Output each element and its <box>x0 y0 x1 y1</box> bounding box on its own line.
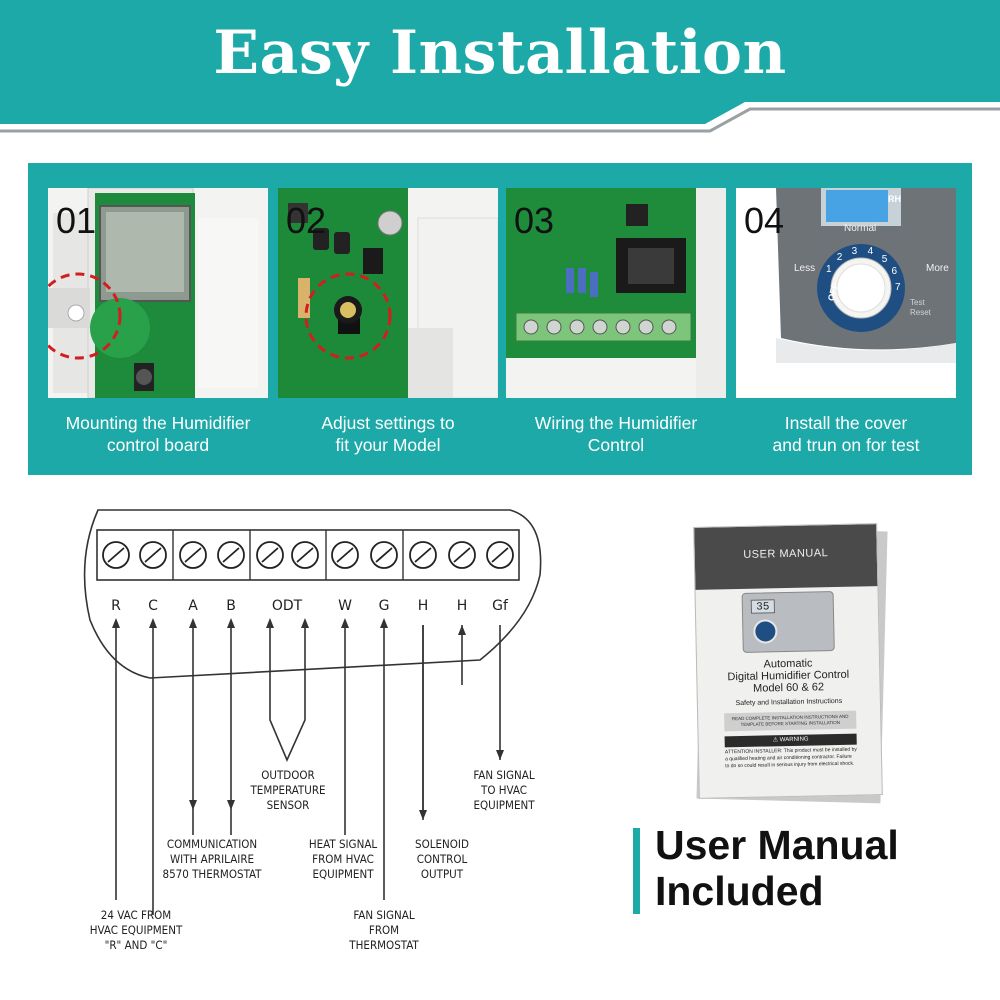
step-2-caption-line2: fit your Model <box>335 435 441 455</box>
step-2-caption: Adjust settings to fit your Model <box>268 412 508 456</box>
terminal-label-c: C <box>148 598 158 614</box>
dial-number: 6 <box>891 266 898 278</box>
step-3-caption-line1: Wiring the Humidifier <box>534 413 698 433</box>
step-4-label-normal: Normal <box>844 223 877 234</box>
step-1-caption: Mounting the Humidifier control board <box>38 412 278 456</box>
terminal-label-g: G <box>378 598 390 614</box>
terminal-screw-slot <box>261 547 279 563</box>
step-2: 02 Adjust settings to fit your Model <box>278 188 498 458</box>
terminal-screw-slot <box>453 547 471 563</box>
terminal-label-odt: ODT <box>271 598 303 614</box>
step-4-number: 04 <box>744 200 785 241</box>
dial-number: 2 <box>836 251 843 263</box>
dial-number: 4 <box>867 246 874 258</box>
manual-subheading: Safety and Installation Instructions <box>735 697 843 708</box>
dial-number: 5 <box>881 253 888 265</box>
terminal-screw-slot <box>296 547 314 563</box>
terminal-label-h: H <box>456 598 468 614</box>
step-1: 01 Mounting the Humidifier control board <box>48 188 268 458</box>
step-1-photo <box>48 188 268 398</box>
step-2-photo <box>278 188 498 398</box>
terminal-screw-slot <box>414 547 432 563</box>
terminal-label-h: H <box>417 598 429 614</box>
manual-warning-text: ATTENTION INSTALLER: This product must b… <box>724 746 857 770</box>
terminal-screw-slot <box>144 547 162 563</box>
terminal-label-r: R <box>111 598 121 614</box>
terminal-label-b: B <box>226 598 236 614</box>
step-4-label-more: More <box>926 263 949 274</box>
step-2-caption-line1: Adjust settings to <box>321 413 455 433</box>
step-3-number: 03 <box>514 200 555 241</box>
step-3-caption: Wiring the Humidifier Control <box>496 412 736 456</box>
manual-heading: Automatic Digital Humidifier Control Mod… <box>727 657 850 695</box>
terminal-label-gf: Gf <box>492 598 508 614</box>
accent-bar <box>633 828 640 914</box>
terminal-screw-slot <box>375 547 393 563</box>
terminal-screw-slot <box>107 547 125 563</box>
step-4-caption: Install the cover and trun on for test <box>726 412 966 456</box>
step-1-caption-line2: control board <box>106 435 210 455</box>
step-3: 03 Wiring the Humidifier Control <box>506 188 726 458</box>
manual-header-band: USER MANUAL <box>694 524 878 590</box>
page-title: Easy Installation <box>213 18 787 88</box>
manual-band-title: USER MANUAL <box>743 547 829 561</box>
step-4-caption-line2: and trun on for test <box>772 435 920 455</box>
manual-cover: USER MANUAL 35 Automatic Digital Humidif… <box>693 523 883 799</box>
dial-number: 1 <box>825 263 832 275</box>
step-2-number: 02 <box>286 200 327 241</box>
step-4-label-reset: Reset <box>910 308 931 317</box>
step-4-label-less: Less <box>794 263 816 274</box>
header-banner: Easy Installation <box>0 0 1000 140</box>
wiring-diagram-lines <box>83 509 542 915</box>
manual-device-image: 35 <box>741 591 835 653</box>
dial-number: 7 <box>895 282 901 293</box>
terminal-screw-slot <box>222 547 240 563</box>
user-manual-included-line1: User Manual <box>655 822 899 868</box>
terminal-label-a: A <box>188 598 198 614</box>
manual-device-lcd: 35 <box>750 599 775 614</box>
manual-warning-header: ⚠ WARNING <box>724 733 857 748</box>
header-background <box>0 0 1000 133</box>
user-manual-included-line2: Included <box>655 868 824 914</box>
step-1-caption-line1: Mounting the Humidifier <box>65 413 251 433</box>
step-4-rh-unit: RH <box>888 194 901 204</box>
step-4-label-test: Test <box>910 298 925 307</box>
dial-number: 3 <box>851 245 858 257</box>
step-1-number: 01 <box>56 200 97 241</box>
manual-read-box: READ COMPLETE INSTALLATION INSTRUCTIONS … <box>724 710 857 732</box>
terminal-screw-slot <box>184 547 202 563</box>
terminal-screw-slot <box>491 547 509 563</box>
step-3-photo <box>506 188 726 398</box>
terminal-screw-slot <box>336 547 354 563</box>
user-manual-booklet: USER MANUAL 35 Automatic Digital Humidif… <box>693 523 888 804</box>
step-3-caption-line2: Control <box>587 435 645 455</box>
step-4-caption-line1: Install the cover <box>784 413 908 433</box>
manual-device-dial <box>753 619 778 644</box>
terminal-label-w: W <box>338 598 352 614</box>
steps-panel: 01 Mounting the Humidifier control board <box>28 163 972 475</box>
